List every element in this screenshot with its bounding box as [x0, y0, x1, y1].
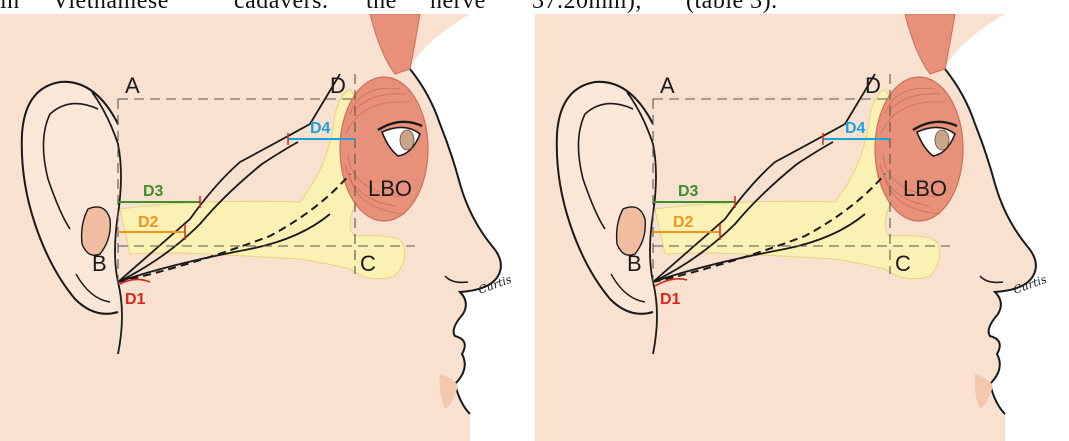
caption-word: 37.20mm),	[532, 0, 642, 15]
diagram-svg: A B C D LBO D1 D2 D3 D4 Curtis	[0, 14, 534, 441]
label-d1: D1	[660, 291, 681, 308]
label-c: C	[895, 251, 911, 276]
label-lbo: LBO	[368, 176, 412, 201]
label-d2: D2	[673, 214, 694, 231]
caption-word: the	[366, 0, 397, 15]
caption-word: nerve	[430, 0, 486, 15]
caption-word: in	[0, 0, 20, 15]
label-a: A	[125, 73, 140, 98]
facial-nerve-diagram-right: A B C D LBO D1 D2 D3 D4 Curtis	[535, 14, 1069, 441]
label-a: A	[660, 73, 675, 98]
label-d1: D1	[125, 291, 146, 308]
label-c: C	[360, 251, 376, 276]
diagram-svg: A B C D LBO D1 D2 D3 D4 Curtis	[535, 14, 1069, 441]
facial-nerve-diagram-left: A B C D LBO D1 D2 D3 D4 Curtis	[0, 14, 534, 441]
label-d: D	[865, 73, 881, 98]
iris	[400, 130, 414, 150]
label-b: B	[627, 251, 642, 276]
caption-word: cadavers.	[234, 0, 328, 15]
label-d3: D3	[678, 183, 699, 200]
caption-word: (table 3).	[686, 0, 778, 15]
label-b: B	[92, 251, 107, 276]
label-d: D	[330, 73, 346, 98]
label-d4: D4	[310, 120, 331, 137]
label-lbo: LBO	[903, 176, 947, 201]
label-d2: D2	[138, 214, 159, 231]
label-d3: D3	[143, 183, 164, 200]
label-d4: D4	[845, 120, 866, 137]
iris	[935, 130, 949, 150]
caption-word: Vietnamese	[52, 0, 169, 15]
